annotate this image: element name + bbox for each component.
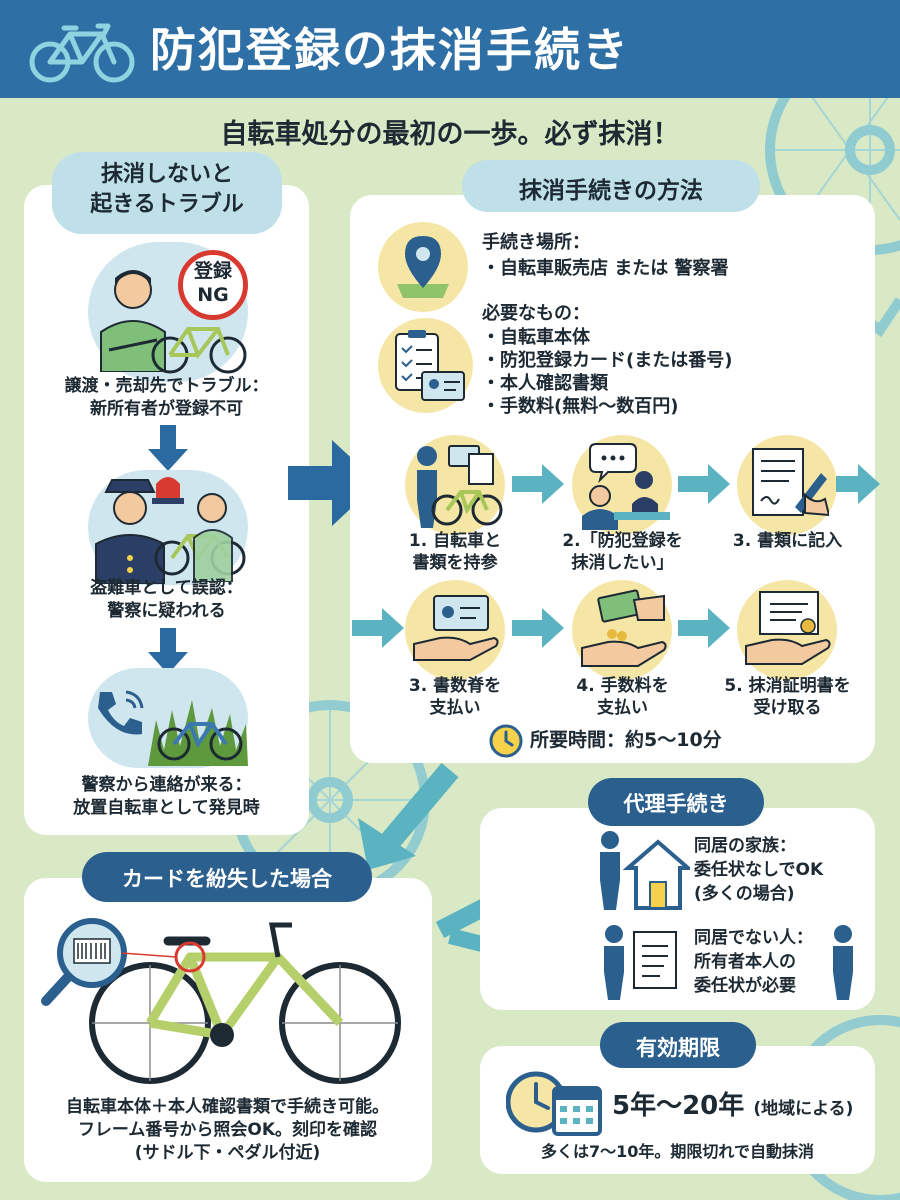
trouble-2-line2: 警察に疑われる	[107, 601, 226, 621]
subtitle: 自転車処分の最初の一歩。必ず抹消！	[220, 119, 680, 150]
method-title: 抹消手続きの方法	[519, 178, 703, 204]
ng-badge	[178, 250, 248, 320]
validity-title: 有効期限	[636, 1036, 720, 1060]
step-label: 3. 書数脊を 支払い	[380, 675, 530, 719]
trouble-2-line1: 盗難車として誤認：	[90, 578, 243, 598]
lost-card-title: カードを紛失した場合	[122, 867, 332, 891]
person-with-letter-icon	[604, 925, 677, 1000]
step-3-line1: 3. 書類に記入	[732, 531, 843, 551]
down-arrow-icon	[148, 425, 188, 471]
clock-calendar-icon	[506, 1071, 602, 1136]
step-label: 1. 自転車と 書類を持参	[380, 530, 530, 574]
down-arrow-icon	[148, 628, 188, 674]
step-1-line2: 書類を持参	[412, 553, 498, 574]
person-with-bicycle-and-documents-icon	[417, 445, 503, 528]
proxy-family-line: 同居の家族：	[694, 836, 796, 856]
validity-title-pill: 有効期限	[600, 1022, 756, 1068]
step-6-line2: 受け取る	[753, 698, 822, 719]
validity-main: 5年～20年 (地域による)	[612, 1090, 853, 1123]
validity-footer: 多くは7～10年。期限切れで自動抹消	[541, 1142, 814, 1161]
counter-conversation-icon	[582, 443, 670, 530]
place-item: ・自転車販売店 または 警察署	[482, 258, 729, 279]
person-with-bicycle-icon	[154, 493, 246, 582]
lost-card-line: (サドル下・ペダル付近)	[134, 1143, 321, 1163]
ng-badge-line2: NG	[197, 284, 229, 306]
proxy-family-line: (多くの場合)	[694, 884, 795, 904]
step-2-line1: 2.「防犯登録を	[562, 531, 683, 551]
trouble-title-line2: 起きるトラブル	[90, 191, 244, 217]
place-label: 手続き場所：	[482, 232, 590, 253]
needs-label: 必要なもの：	[482, 303, 590, 324]
right-arrow-icon	[678, 464, 730, 504]
step-label: 3. 書類に記入	[710, 530, 865, 552]
lost-card-line: 自転車本体＋本人確認書類で手続き可能。	[66, 1097, 389, 1117]
trouble-title-pill: 抹消しないと 起きるトラブル	[52, 152, 282, 234]
validity-note: (地域による)	[753, 1099, 854, 1119]
step-label: 4. 手数料を 支払い	[545, 675, 700, 719]
bicycle-icon	[29, 23, 135, 83]
phone-ringing-icon	[98, 690, 144, 735]
required-time: 所要時間：約5～10分	[530, 729, 722, 751]
validity-years: 5年～20年	[612, 1091, 745, 1121]
step-6-line1: 5. 抹消証明書を	[724, 676, 851, 696]
right-arrow-icon	[288, 440, 378, 526]
money-handover-icon	[581, 589, 667, 667]
proxy-title-pill: 代理手続き	[588, 778, 764, 826]
step-5-line2: 支払い	[597, 698, 648, 719]
trouble-1-line2: 新所有者が登録不可	[90, 399, 243, 419]
map-pin-icon	[397, 236, 449, 298]
checklist-and-id-card-icon	[395, 330, 465, 401]
step-4-line2: 支払い	[429, 698, 481, 719]
family-house-icon	[600, 831, 690, 910]
owner-person-icon	[833, 925, 853, 1000]
hand-with-id-card-icon	[413, 595, 499, 661]
step-label: 2.「防犯登録を 抹消したい」	[540, 530, 705, 574]
step-2-line2: 抹消したい」	[571, 553, 674, 574]
confused-person-icon	[100, 270, 166, 372]
needs-item: ・手数料(無料～数百円)	[482, 396, 679, 417]
lost-card-title-pill: カードを紛失した場合	[82, 852, 372, 902]
right-arrow-icon	[678, 608, 730, 648]
proxy-title: 代理手続き	[623, 792, 729, 816]
proxy-family-line: 委任状なしでOK	[694, 860, 824, 880]
right-arrow-icon	[512, 464, 564, 504]
step-1-line1: 1. 自転車と	[408, 531, 502, 551]
header-bar: 防犯登録の抹消手続き	[0, 0, 900, 98]
right-arrow-icon	[512, 608, 564, 648]
clock-icon	[489, 724, 523, 758]
bicycle-icon	[151, 327, 247, 374]
trouble-3-line2: 放置自転車として発見時	[73, 798, 260, 818]
certificate-handover-icon	[745, 591, 831, 665]
trouble-1-line1: 譲渡・売却先でトラブル：	[64, 376, 269, 396]
step-label: 5. 抹消証明書を 受け取る	[700, 675, 875, 719]
proxy-other-line: 委任状が必要	[694, 976, 796, 996]
proxy-other-line: 所有者本人の	[694, 952, 796, 972]
trouble-3-line1: 警察から連絡が来る：	[81, 775, 252, 795]
needs-item: ・本人確認書類	[482, 373, 608, 394]
right-arrow-icon	[352, 608, 404, 648]
proxy-other-line: 同居でない人：	[694, 928, 813, 948]
page-title: 防犯登録の抹消手続き	[150, 23, 630, 77]
step-5-line1: 4. 手数料を	[576, 676, 669, 696]
right-arrow-icon	[836, 464, 880, 504]
ng-badge-line1: 登録	[193, 260, 232, 282]
needs-item: ・防犯登録カード(または番号)	[482, 350, 733, 371]
abandoned-bicycle-in-grass-icon	[148, 700, 248, 766]
signing-document-icon	[752, 448, 829, 517]
method-title-pill: 抹消手続きの方法	[462, 160, 760, 212]
lost-card-line: フレーム番号から照会OK。刻印を確認	[77, 1120, 378, 1140]
siren-icon	[152, 477, 184, 504]
trouble-title-line1: 抹消しないと	[100, 162, 233, 187]
bicycle-with-magnifier-icon	[41, 918, 401, 1084]
needs-item: ・自転車本体	[482, 327, 590, 348]
step-4-line1: 3. 書数脊を	[408, 676, 502, 696]
